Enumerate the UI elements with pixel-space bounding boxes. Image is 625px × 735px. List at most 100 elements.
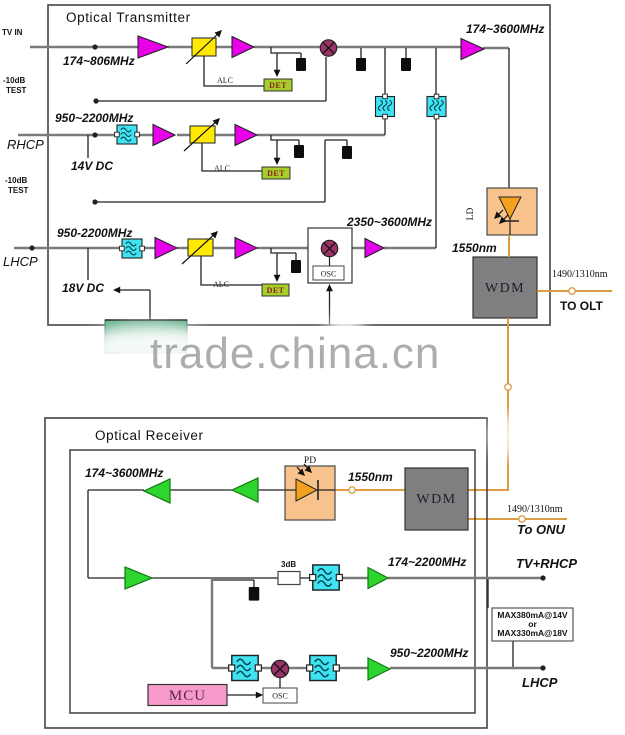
mcu-box	[147, 683, 228, 707]
lhcp-amp-2	[234, 236, 259, 260]
lhcp-filter-1-icon	[227, 654, 263, 682]
lhcp-freq-label: 950-2200MHz	[57, 226, 132, 240]
duplex-wavelength-label: 1490/1310nm	[552, 269, 608, 280]
lhcp-filter-2-icon	[305, 654, 341, 682]
alc-label: ALC	[213, 280, 229, 289]
tv-freq-label: 174~806MHz	[63, 54, 135, 68]
transmitter-signal-lines	[14, 45, 509, 250]
wdm-transmitter-box	[472, 256, 538, 319]
rhcp-amp-2	[234, 123, 259, 147]
receiver-inner-box	[69, 449, 476, 714]
receiver-title: Optical Receiver	[95, 428, 204, 443]
fiber-connectors	[348, 287, 576, 523]
mcu-label: MCU	[169, 688, 206, 704]
fiber-connector-icon	[348, 486, 356, 494]
watermark-fade	[0, 312, 625, 457]
combiner-icon	[319, 39, 338, 57]
det-label: DET	[267, 169, 285, 178]
optical-transmitter-section: Optical Transmitter	[2, 4, 608, 354]
watermark-text: trade.china.cn	[150, 329, 440, 378]
tv-detector	[263, 78, 293, 92]
transmitter-title: Optical Transmitter	[66, 10, 191, 25]
test1-label: -10dB	[3, 76, 25, 85]
rx-amp-2	[230, 477, 259, 503]
duplex-wavelength-label: 1490/1310nm	[507, 504, 563, 515]
receiver-outer-box	[44, 417, 488, 729]
lhcp-combine-filter-icon	[426, 93, 447, 120]
lhcp-out-label: LHCP	[522, 675, 558, 690]
rx-input-freq-label: 174~3600MHz	[85, 466, 163, 480]
alc-label: ALC	[214, 164, 230, 173]
downconverter-mixer-icon	[270, 659, 290, 679]
receiver-amplifiers	[124, 477, 392, 681]
wdm-label: WDM	[416, 492, 456, 507]
dc14-label: 14V DC	[71, 159, 113, 173]
connection-dots	[29, 44, 99, 251]
lhcp-amp-1	[154, 236, 179, 260]
pad-icon	[294, 145, 304, 158]
receiver-thin-lines	[87, 489, 514, 696]
output-dot	[540, 575, 546, 581]
ld-label: LD	[466, 208, 476, 221]
combined-freq-label: 174~3600MHz	[466, 22, 544, 36]
tv-amp-1	[137, 35, 170, 59]
alc-label: ALC	[217, 76, 233, 85]
pad-icon	[342, 146, 352, 159]
rx-amp-1	[142, 478, 171, 504]
variable-attenuators	[181, 27, 225, 265]
transmitter-amplifiers	[137, 35, 486, 260]
rx-amp-3	[124, 566, 154, 590]
lhcp-label: LHCP	[3, 254, 38, 269]
optical-receiver-section: Optical Receiver PD	[44, 417, 577, 729]
upconverter-amp	[364, 237, 386, 259]
output-dot	[540, 665, 546, 671]
osc-label: OSC	[272, 692, 288, 701]
pad-icon	[248, 587, 260, 601]
max-current-box	[491, 607, 574, 642]
lhcp-detector	[261, 283, 290, 297]
rhcp-label: RHCP	[7, 137, 44, 152]
tvrhcp-filter-icon	[308, 564, 344, 591]
transmitter-box	[47, 4, 551, 326]
det-label: DET	[269, 81, 287, 90]
tvrhcp-freq-label: 174~2200MHz	[388, 555, 466, 569]
pad-icon	[401, 58, 411, 71]
test2-label: -10dB	[5, 176, 27, 185]
max-current-line2: or	[528, 619, 537, 629]
pad-icon	[291, 260, 301, 273]
fiber-connector-icon	[568, 287, 576, 295]
rhcp-detector	[261, 166, 291, 180]
pad-icon	[296, 58, 306, 71]
rx-amp-4	[367, 566, 390, 590]
max-current-line1: MAX380mA@14V	[497, 610, 568, 620]
fiber-connector-icon	[504, 383, 512, 391]
lhcp-input-filter-icon	[119, 238, 145, 259]
rhcp-combine-filter-icon	[374, 93, 396, 120]
pad-icon	[356, 58, 366, 71]
rhcp-freq-label: 950~2200MHz	[55, 111, 133, 125]
mixer-icon	[320, 239, 339, 258]
photodiode-icon	[295, 478, 319, 502]
wdm-receiver-box	[404, 467, 469, 531]
splitter-3db-label: 3dB	[281, 560, 296, 569]
wavelength-label: 1550nm	[452, 241, 497, 255]
wavelength-label: 1550nm	[348, 470, 393, 484]
test1-label: TEST	[6, 86, 27, 95]
laser-diode-module	[486, 187, 538, 236]
tv-amp-2	[231, 35, 256, 59]
test2-label: TEST	[8, 186, 29, 195]
splitter-3db-box	[277, 570, 301, 586]
output-amp	[460, 37, 486, 61]
transmitter-taps	[87, 47, 510, 325]
tvrhcp-out-label: TV+RHCP	[516, 556, 577, 571]
laser-diode-icon	[498, 196, 522, 221]
to-onu-label: To ONU	[517, 522, 566, 537]
fiber-connector-icon	[518, 515, 526, 523]
rx-lhcp-freq-label: 950~2200MHz	[390, 646, 468, 660]
det-label: DET	[267, 286, 285, 295]
rhcp-input-filter-icon	[114, 124, 140, 145]
osc-label: OSC	[321, 270, 337, 279]
dc18-label: 18V DC	[62, 281, 104, 295]
max-current-line3: MAX330mA@18V	[497, 628, 568, 638]
